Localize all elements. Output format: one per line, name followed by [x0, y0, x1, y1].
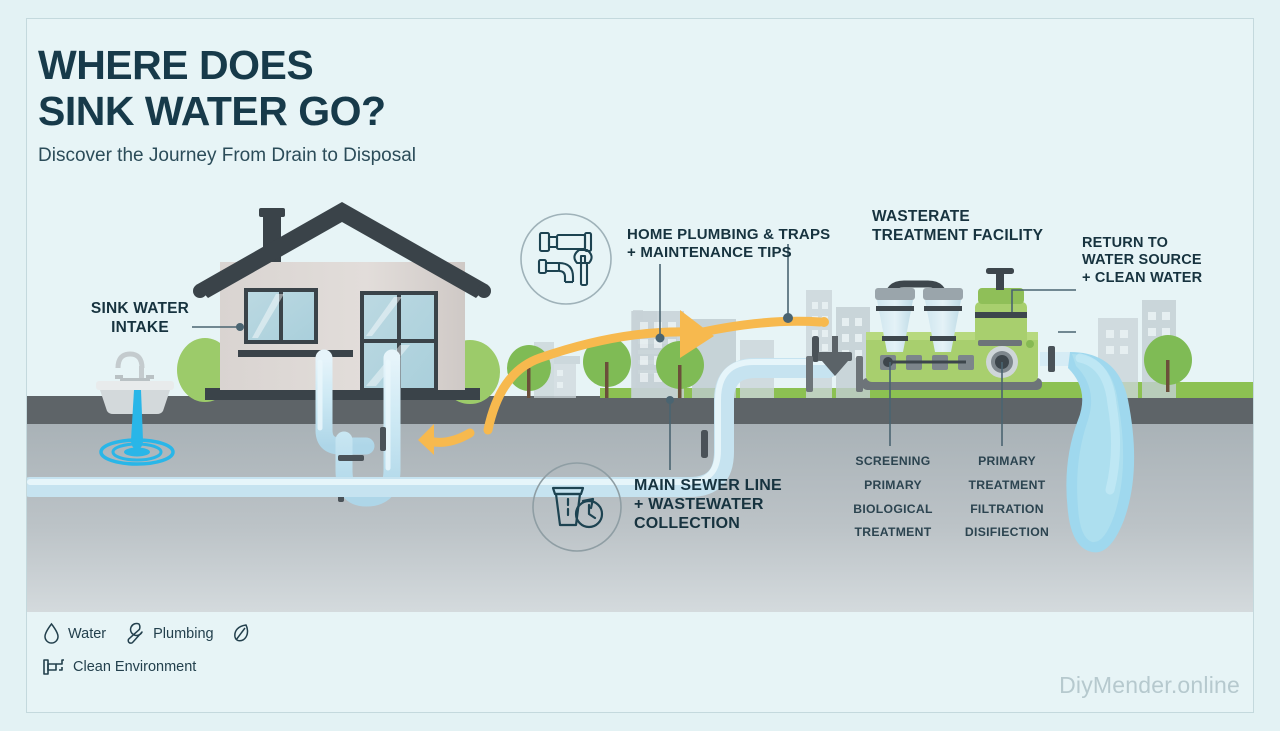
legend-item-water: Water: [42, 622, 106, 645]
waste-bin-recycle-icon: [532, 462, 622, 552]
leader-dots: [236, 313, 793, 404]
return-label-line-2: WATER SOURCE: [1082, 252, 1202, 269]
stage-item: PRIMARY: [864, 477, 922, 492]
title-line-2: SINK WATER GO?: [38, 88, 386, 135]
main-sewer-line: [27, 336, 838, 497]
stage-item: TREATMENT: [968, 477, 1046, 492]
treatment-stage-column-1: SCREENING PRIMARY BIOLOGICAL TREATMENT: [828, 450, 958, 545]
house: [177, 202, 500, 404]
plumbing-badge: [519, 212, 613, 311]
arrow-head-left: [418, 424, 434, 455]
sewer-badge: [531, 461, 623, 558]
sink-label-line-1: SINK WATER: [90, 300, 190, 317]
title-line-1: WHERE DOES: [38, 42, 314, 88]
treatment-stage-column-2: PRIMARY TREATMENT FILTRATION DISIFIECTIO…: [942, 450, 1072, 545]
sink-label-line-2: INTAKE: [111, 318, 169, 336]
pipes-and-wrench-icon: [520, 213, 612, 305]
plumbing-label-line-1: HOME PLUMBING & TRAPS: [627, 226, 831, 243]
label-treatment-facility: WASTERATE TREATMENT FACILITY: [872, 208, 1067, 245]
stage-item: PRIMARY: [978, 454, 1036, 468]
stage-item: BIOLOGICAL: [853, 501, 933, 516]
sewer-label-line-2: + WASTEWATER: [634, 496, 764, 514]
stage-item: DISIFIECTION: [964, 525, 1050, 540]
page-title: WHERE DOES SINK WATER GO?: [38, 42, 386, 135]
legend-label-plumbing: Plumbing: [153, 625, 214, 642]
water-drop-icon: [44, 622, 59, 644]
leaf-icon: [233, 624, 248, 642]
legend-row-1: Water Plumbing: [42, 622, 261, 645]
return-label-line-3: + CLEAN WATER: [1082, 269, 1203, 286]
wrench-icon: [127, 622, 143, 644]
legend-row-2: Clean Environment: [42, 656, 261, 678]
facility-label-line-2: TREATMENT FACILITY: [872, 226, 1044, 244]
stage-item: FILTRATION: [970, 501, 1044, 516]
faucet-icon: [43, 659, 64, 675]
watermark: DiyMender.online: [1059, 672, 1240, 698]
legend-label-water: Water: [68, 625, 107, 642]
drain-pipe-highlight: [317, 359, 391, 471]
sink-fixture: [96, 351, 175, 466]
page-subtitle: Discover the Journey From Drain to Dispo…: [38, 145, 417, 166]
intake-tower: [806, 336, 863, 392]
sewer-label-line-3: COLLECTION: [634, 515, 740, 533]
label-main-sewer-line: MAIN SEWER LINE + WASTEWATER COLLECTION: [634, 476, 809, 534]
label-sink-water-intake: SINK WATER INTAKE: [80, 300, 200, 337]
label-home-plumbing: HOME PLUMBING & TRAPS + MAINTENANCE TIPS: [627, 226, 842, 262]
legend-item-leaf: [232, 622, 250, 645]
plumbing-label-line-2: + MAINTENANCE TIPS: [627, 244, 792, 261]
legend-item-plumbing: Plumbing: [124, 622, 214, 645]
legend-item-clean-environment: Clean Environment: [42, 656, 196, 678]
sewer-label-line-1: MAIN SEWER LINE: [634, 477, 782, 494]
return-label-line-1: RETURN TO: [1082, 235, 1169, 251]
leader-lines: [192, 244, 1076, 470]
stage-item: TREATMENT: [854, 525, 932, 540]
arrow-head-right: [680, 310, 714, 358]
stage-item: SCREENING: [855, 454, 931, 468]
clean-water-return: [1066, 352, 1135, 553]
legend: Water Plumbing: [42, 622, 261, 689]
treatment-facility: [862, 268, 1070, 390]
label-return-to-water-source: RETURN TO WATER SOURCE + CLEAN WATER: [1082, 235, 1242, 287]
facility-label-line-1: WASTERATE: [872, 208, 970, 225]
legend-label-clean-environment: Clean Environment: [73, 659, 197, 675]
